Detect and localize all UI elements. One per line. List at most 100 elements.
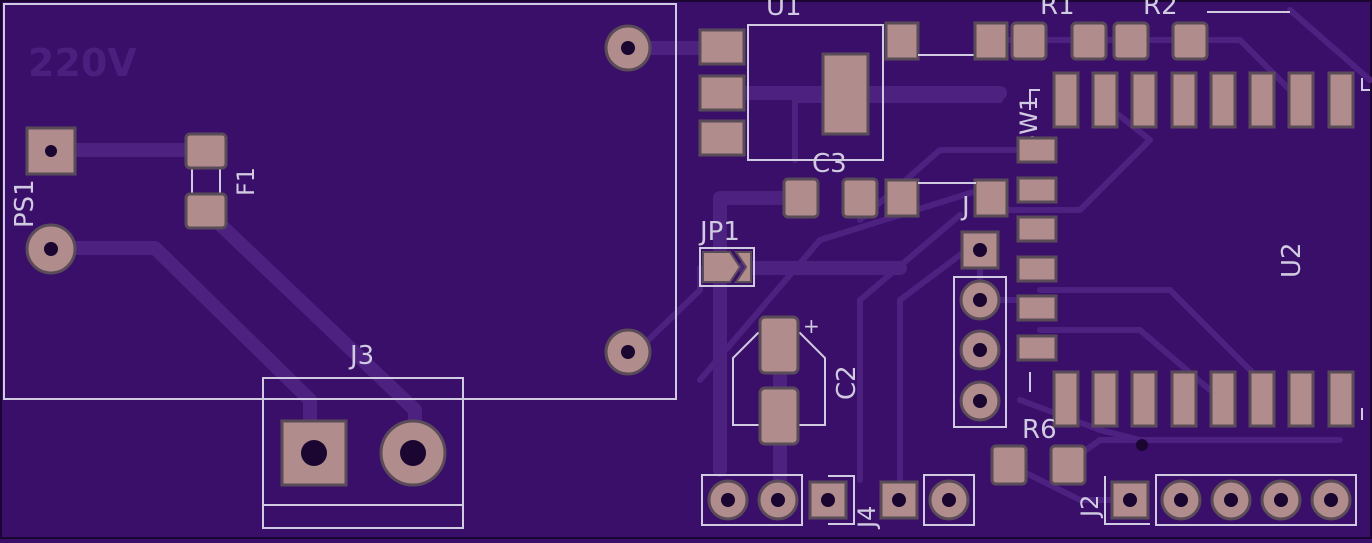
ps1-label: PS1 — [10, 179, 40, 228]
u2-pin1-dot — [1136, 439, 1148, 451]
u2-left-pad-2 — [1016, 176, 1058, 204]
j1-label: J — [960, 192, 970, 222]
trace-u2-mid — [1037, 327, 1213, 393]
j2-pin-3-hole — [1224, 493, 1238, 507]
f1-pad-top — [184, 132, 228, 170]
u1-pad-1 — [698, 28, 746, 66]
header-left-outline — [701, 474, 803, 526]
u1-outline — [747, 24, 884, 161]
trace-diag-left — [697, 187, 983, 383]
u1-pad-2 — [698, 74, 746, 112]
u2-left-pad-6 — [1016, 334, 1058, 362]
ps1-pad-square — [25, 126, 77, 176]
j2-silk — [1104, 476, 1150, 525]
header-left-pin-2-hole — [771, 493, 785, 507]
j4-pad-square-a — [808, 480, 848, 520]
trace-right-up — [1287, 7, 1372, 83]
u2-top-pad-8 — [1327, 71, 1355, 129]
u2-top-pad-5 — [1209, 71, 1237, 129]
c2-pad-top — [758, 315, 800, 375]
r1-pad-b — [1010, 21, 1048, 61]
trace-r6-j2 — [1007, 462, 1123, 503]
trace-j1-right — [897, 237, 983, 503]
c2-outline — [732, 332, 826, 426]
u2-top-pad-7 — [1287, 71, 1315, 129]
jp1-outline — [699, 247, 755, 287]
trace-long-right — [1017, 397, 1143, 443]
c2-pad-bottom — [758, 386, 800, 446]
u2-label: U2 — [1277, 242, 1307, 278]
r6-pad-right — [1049, 444, 1087, 486]
c2-label: C2 — [832, 365, 862, 400]
u2-bottom-pad-4 — [1170, 370, 1198, 428]
c3-label: C3 — [812, 149, 847, 179]
r2-pad-b — [1171, 21, 1209, 61]
jp1-pad-right — [734, 251, 752, 283]
u1-label: U1 — [766, 0, 802, 22]
j1-pad-square-hole — [973, 243, 987, 257]
c3-side-pad-a — [884, 178, 920, 218]
j2-pin-2-hole — [1174, 493, 1188, 507]
u2-top-pad-1 — [1052, 71, 1080, 129]
j2-pad-square-hole — [1123, 493, 1137, 507]
u1-side-pad — [884, 21, 920, 61]
u2-left-pad-5 — [1016, 294, 1058, 322]
u2-top-pad-4 — [1170, 71, 1198, 129]
u1-pad-tab — [821, 52, 870, 136]
r1-pad-c — [1070, 21, 1108, 61]
u2-bottom-pads — [1052, 370, 1355, 428]
c3-pad-left — [782, 177, 820, 219]
u2-bottom-pad-3 — [1130, 370, 1158, 428]
j2-pin-5-hole — [1324, 493, 1338, 507]
u1-pad-3 — [698, 119, 746, 157]
j2-label: J2 — [1076, 495, 1104, 519]
c2-plus: + — [803, 314, 820, 338]
u2-bottom-pad-7 — [1287, 370, 1315, 428]
u2-silk-top-right — [1361, 78, 1370, 91]
f1-label: F1 — [232, 167, 260, 196]
relay-pad-bottom-hole — [621, 345, 635, 359]
u2-silk-top-left — [1029, 89, 1040, 110]
u2-left-pad-4 — [1016, 255, 1058, 283]
j4-pad-square-a-hole — [821, 493, 835, 507]
j1-pin-4-hole — [973, 394, 987, 408]
r2-label: R2 — [1143, 0, 1178, 21]
trace-c3-left — [713, 191, 807, 477]
j3-outline — [262, 377, 464, 529]
u2-left-pad-1 — [1016, 136, 1058, 164]
j3-pad-round-hole — [400, 440, 426, 466]
header-left-pin-1-hole — [721, 493, 735, 507]
j2-pin-4-hole — [1274, 493, 1288, 507]
j4-silk — [828, 475, 855, 525]
j3-pad-square-hole — [301, 440, 327, 466]
u2-left-pads — [1016, 136, 1058, 362]
u2-bottom-pad-1 — [1052, 370, 1080, 428]
j4-label: J4 — [853, 506, 881, 530]
u2-left-pad-3 — [1016, 215, 1058, 243]
r1-label: R1 — [1040, 0, 1075, 21]
u2-top-pad-6 — [1248, 71, 1276, 129]
u2-top-pads — [1052, 71, 1355, 129]
j4-pad-square-b-hole — [892, 493, 906, 507]
header-mid-pin-hole — [942, 493, 956, 507]
u2-bottom-pad-5 — [1209, 370, 1237, 428]
trace-sw-u2 — [997, 97, 1153, 213]
j1-pin-3-hole — [973, 343, 987, 357]
jp1-label: JP1 — [698, 217, 740, 247]
u2-bottom-pad-8 — [1327, 370, 1355, 428]
c3-pad-right — [841, 177, 879, 219]
u2-bottom-pad-6 — [1248, 370, 1276, 428]
ps1-pad-square-hole — [45, 145, 57, 157]
r6-label: R6 — [1022, 415, 1057, 445]
f1-pad-bottom — [184, 192, 228, 230]
header-mid-outline — [923, 474, 975, 526]
j3-label: J3 — [348, 341, 374, 371]
r1-pad-a — [973, 21, 1009, 61]
trace-u1-sw — [792, 97, 1003, 163]
j2-outline — [1155, 474, 1357, 526]
trace-u2-left — [1037, 287, 1263, 383]
trace-c2-j1 — [857, 212, 963, 483]
u2-top-pad-2 — [1091, 71, 1119, 129]
